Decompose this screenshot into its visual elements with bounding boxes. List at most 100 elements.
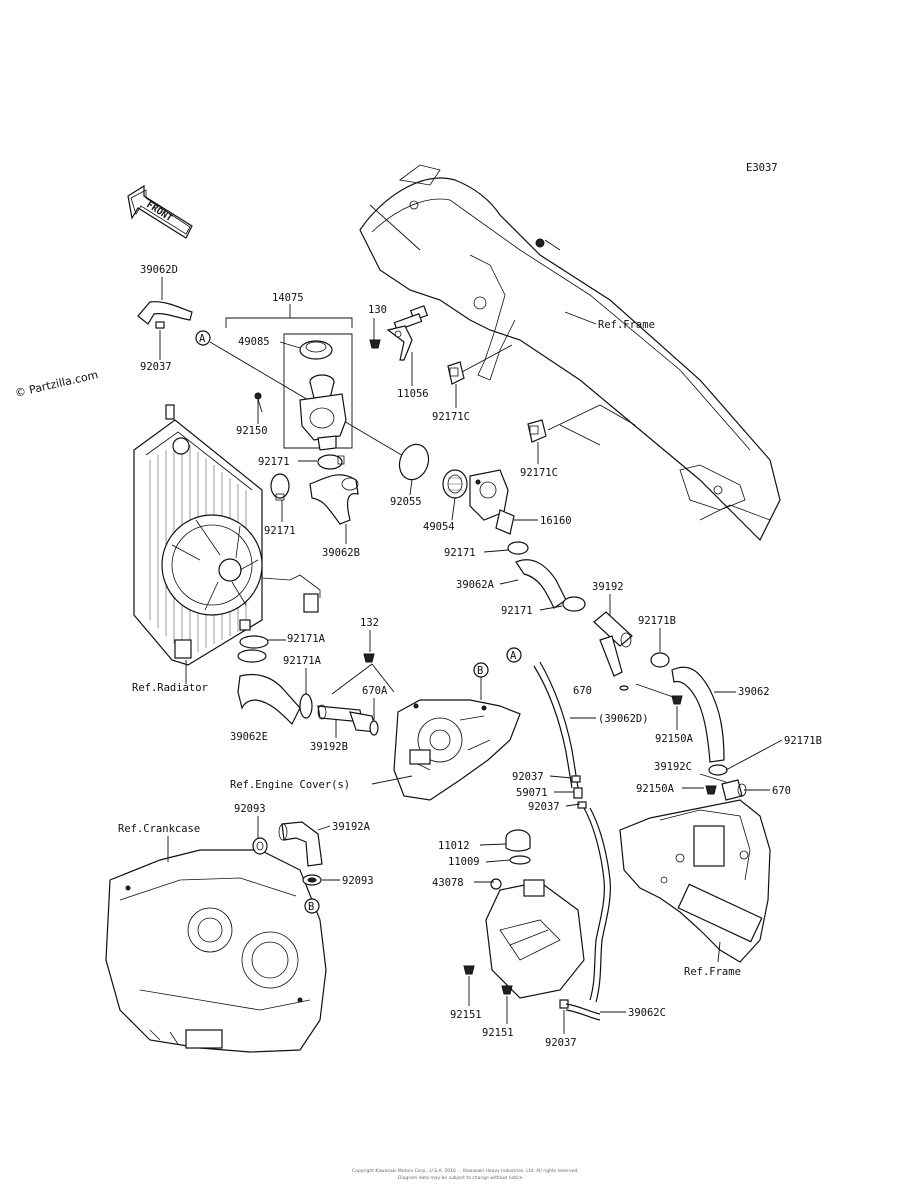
label-92171-b: 92171 — [264, 525, 296, 537]
label-132: 132 — [360, 617, 379, 629]
callout-b-top: B — [473, 662, 489, 678]
label-14075: 14075 — [272, 292, 304, 304]
radiator — [133, 404, 321, 666]
bolt-92150 — [254, 392, 263, 413]
label-92171B-b: 92171B — [784, 735, 822, 747]
clamp-92171-b — [270, 473, 290, 501]
pipe-39192A — [278, 821, 323, 867]
label-39062B: 39062B — [322, 547, 360, 559]
label-130: 130 — [368, 304, 387, 316]
pipe-39192 — [593, 611, 633, 691]
label-92055: 92055 — [390, 496, 422, 508]
filler-neck — [299, 374, 347, 451]
label-11056: 11056 — [397, 388, 429, 400]
label-49054: 49054 — [423, 521, 455, 533]
clamp-92171-c — [507, 541, 529, 555]
label-43078: 43078 — [432, 877, 464, 889]
label-92171C-b: 92171C — [520, 467, 558, 479]
pipe-39192C — [721, 779, 747, 801]
gasket-92093-b — [302, 874, 322, 886]
hose-fittings — [571, 775, 587, 809]
hose-39062A — [515, 559, 567, 609]
label-670: 670 — [573, 685, 592, 697]
clamp-92171A-b — [299, 693, 313, 719]
label-92037-top: 92037 — [140, 361, 172, 373]
front-arrow-icon: FRONT — [127, 184, 193, 239]
crankcase — [105, 849, 327, 1053]
label-670A: 670A — [362, 685, 388, 697]
radiator-cap — [299, 340, 333, 360]
bracket-11056 — [386, 325, 413, 361]
svg-text:B: B — [308, 901, 314, 913]
clamp-92171-d — [562, 596, 586, 612]
label-59071: 59071 — [516, 787, 548, 799]
label-92171A-b: 92171A — [283, 655, 322, 667]
clamp-92171-a — [317, 454, 345, 470]
label-92093-a: 92093 — [234, 803, 266, 815]
label-92093-b: 92093 — [342, 875, 374, 887]
cap-11012 — [505, 829, 531, 852]
bolt-130 — [369, 339, 381, 349]
label-49085: 49085 — [238, 336, 270, 348]
clamp-92171C-a — [447, 361, 465, 385]
footer-line2: Diagram data may be subject to change wi… — [398, 1175, 524, 1181]
housing-16160 — [469, 469, 515, 535]
ref-frame-top: Ref.Frame — [598, 319, 655, 331]
label-16160: 16160 — [540, 515, 572, 527]
engine-cover — [393, 699, 521, 801]
label-92150A-a: 92150A — [655, 733, 694, 745]
label-670-b: 670 — [772, 785, 791, 797]
diagram-code: E3037 — [746, 162, 778, 174]
reservoir-43078 — [485, 878, 585, 999]
callout-a-mid: A — [506, 647, 522, 663]
svg-text:A: A — [199, 333, 206, 345]
label-92171-c: 92171 — [444, 547, 476, 559]
label-92171B-a: 92171B — [638, 615, 676, 627]
bolt-92150A-b — [705, 785, 717, 795]
label-92171-d: 92171 — [501, 605, 533, 617]
label-92151-b: 92151 — [482, 1027, 514, 1039]
hose-39062 — [671, 666, 728, 776]
gasket-92093-a — [252, 837, 268, 855]
clamp-92171C-b — [527, 419, 547, 443]
label-11009: 11009 — [448, 856, 480, 868]
svg-text:A: A — [510, 650, 517, 662]
clamp-92171A-a — [237, 635, 269, 663]
label-92037-mid2: 92037 — [528, 801, 560, 813]
label-92037-mid: 92037 — [512, 771, 544, 783]
svg-text:B: B — [477, 665, 483, 677]
bolt-132 — [363, 653, 375, 663]
callout-b-bottom: B — [304, 898, 320, 914]
label-92151-a: 92151 — [450, 1009, 482, 1021]
label-39192A: 39192A — [332, 821, 371, 833]
pipe-39192B — [317, 704, 377, 733]
label-39192: 39192 — [592, 581, 624, 593]
frame-top — [359, 164, 781, 542]
hose-39062D — [137, 301, 193, 329]
bolt-92150A-a — [671, 695, 683, 705]
label-39062A: 39062A — [456, 579, 495, 591]
label-92150A-b: 92150A — [636, 783, 675, 795]
o-ring-670A — [369, 720, 379, 736]
ref-radiator: Ref.Radiator — [132, 682, 208, 694]
callout-a-top: A — [195, 330, 211, 346]
label-39192C: 39192C — [654, 761, 692, 773]
label-39062: 39062 — [738, 686, 770, 698]
label-39062D-paren: (39062D) — [598, 713, 649, 725]
label-39062C: 39062C — [628, 1007, 666, 1019]
o-ring-92055 — [398, 443, 430, 481]
ref-frame-bottom: Ref.Frame — [684, 966, 741, 978]
label-92037-bot: 92037 — [545, 1037, 577, 1049]
watermark: © Partzilla.com — [14, 368, 100, 400]
thermostat-49054 — [442, 469, 468, 499]
label-39062E: 39062E — [230, 731, 268, 743]
frame-bottom — [619, 799, 771, 963]
label-39062D: 39062D — [140, 264, 178, 276]
ref-engine-cover: Ref.Engine Cover(s) — [230, 779, 350, 791]
label-92171-a: 92171 — [258, 456, 290, 468]
label-92171C-a: 92171C — [432, 411, 470, 423]
hose-39062E — [237, 673, 301, 726]
bolt-92151-a — [463, 965, 475, 975]
label-92150: 92150 — [236, 425, 268, 437]
